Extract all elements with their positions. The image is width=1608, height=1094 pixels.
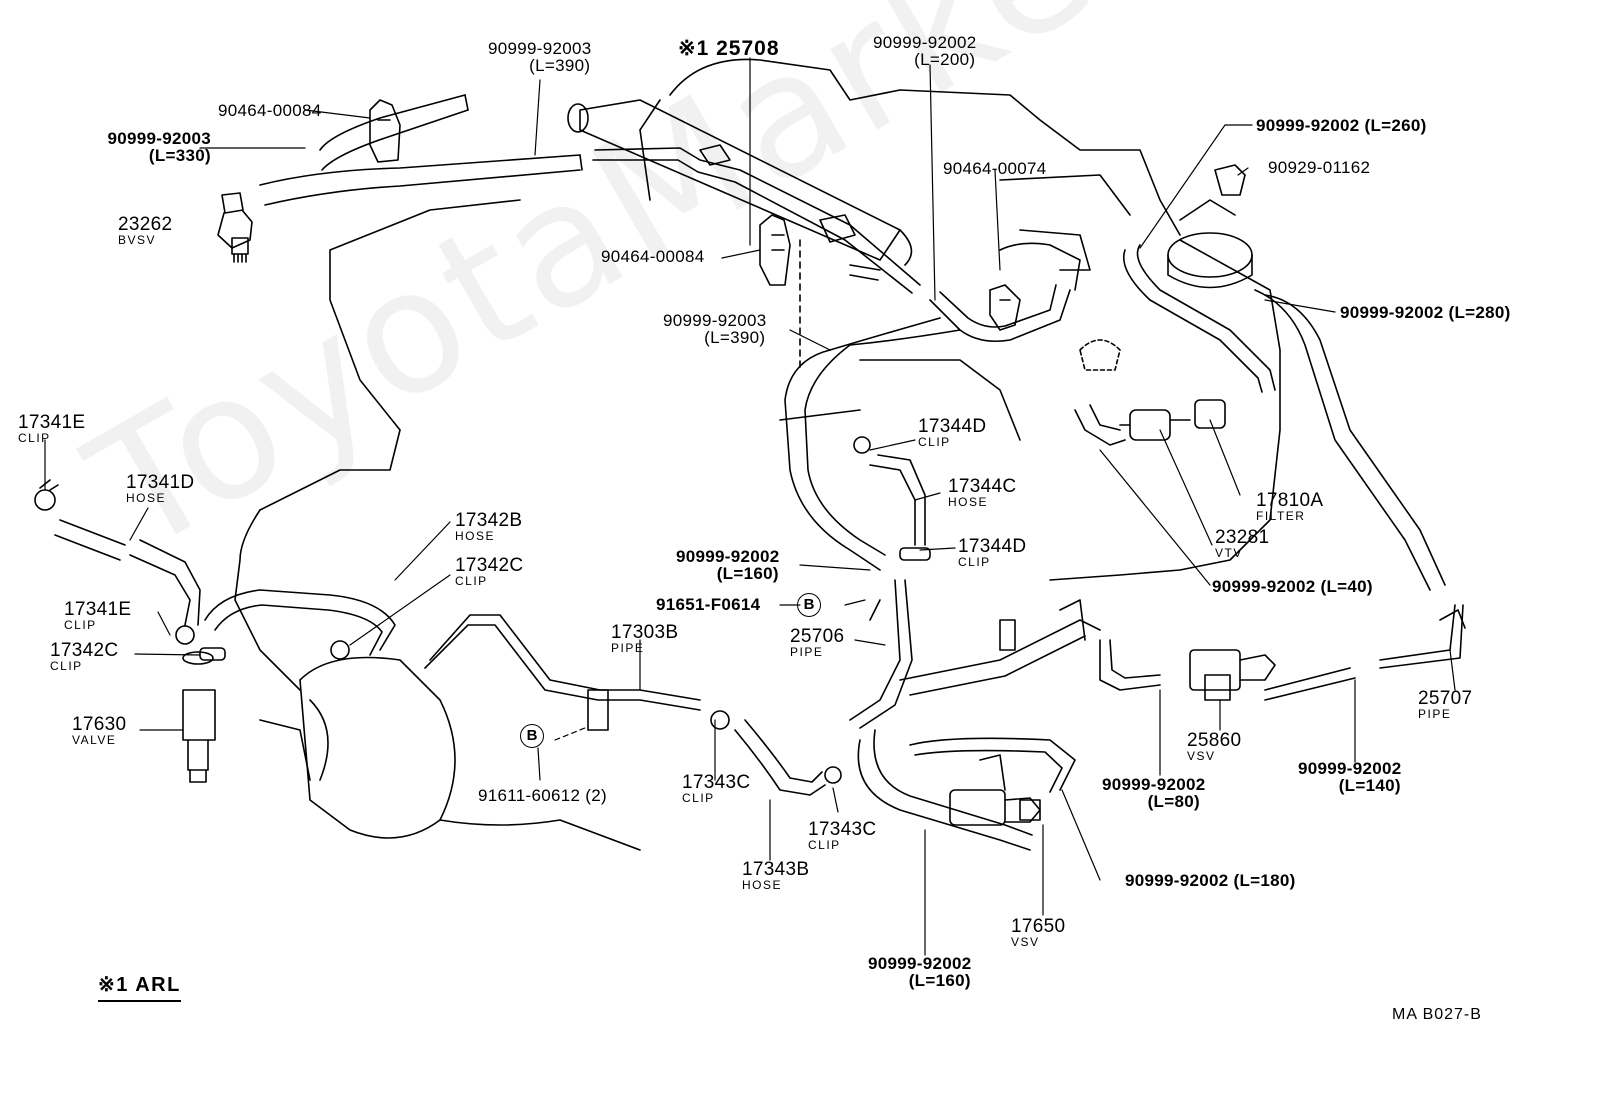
label-90999-92003-l330: 90999-92003(L=330) <box>107 129 211 165</box>
hose-l260-l280 <box>1123 199 1446 591</box>
label-90999-92002-l40: 90999-92002 (L=40) <box>1212 577 1373 596</box>
label-90464-00074: 90464-00074 <box>943 159 1047 178</box>
label-90999-92002-l180: 90999-92002 (L=180) <box>1125 871 1296 890</box>
callout-b-upper: B <box>797 593 821 617</box>
pipe-25707 <box>1379 604 1466 669</box>
engine-block-outline <box>234 58 1281 691</box>
label-90464-00084-mid: 90464-00084 <box>601 247 705 266</box>
footnote-arl: ※1 ARL <box>98 972 181 1002</box>
label-90999-92002-l160-bottom: 90999-92002(L=160) <box>868 954 972 990</box>
hose-l200 <box>929 242 1081 343</box>
canister-body <box>259 656 641 851</box>
diagram-code: MA B027-B <box>1392 1006 1482 1023</box>
clip-90464-00084-top <box>369 99 401 163</box>
label-90999-92002-l160-mid: 90999-92002(L=160) <box>676 547 780 583</box>
pipe-25706 <box>849 579 1101 729</box>
clip-17341e-top <box>34 479 59 511</box>
bracket-90929-01162 <box>1214 164 1246 196</box>
label-90999-92003-l390-mid: 90999-92003(L=390) <box>663 311 767 347</box>
hose-l80 <box>1099 639 1161 691</box>
label-90999-92002-l200: 90999-92002(L=200) <box>873 33 977 69</box>
label-91611-60612: 91611-60612 (2) <box>478 786 607 805</box>
label-90999-92002-l280: 90999-92002 (L=280) <box>1340 303 1511 322</box>
label-90999-92002-l80: 90999-92002(L=80) <box>1102 775 1206 811</box>
hose-17343b <box>734 719 826 796</box>
hose-17341d <box>54 519 201 626</box>
label-90464-00084-top: 90464-00084 <box>218 101 322 120</box>
callout-b-lower: B <box>520 724 544 748</box>
label-91651-f0614: 91651-F0614 <box>656 595 761 614</box>
hose-l390-mid <box>784 317 961 571</box>
hose-17342b <box>204 589 396 656</box>
valve-17630-part <box>182 651 216 783</box>
hose-17344c <box>869 454 926 546</box>
vsv-25860-part <box>1189 649 1356 701</box>
hose-90999-92003-upper <box>259 94 583 206</box>
small-clips <box>175 436 931 784</box>
clip-90464-00074 <box>989 284 1021 331</box>
leader-lines <box>44 57 1456 956</box>
label-90999-92003-l390-top: 90999-92003(L=390) <box>488 39 592 75</box>
air-intake-body <box>567 99 913 266</box>
label-90999-92002-l260: 90999-92002 (L=260) <box>1256 116 1427 135</box>
bvsv-23262-part <box>217 192 253 263</box>
vsv-17650-part <box>949 754 1041 826</box>
clip-90464-00084-mid <box>759 214 801 371</box>
hose-l160-lower <box>857 729 1033 851</box>
hose-l180 <box>909 737 1076 793</box>
label-25708: ※1 25708 <box>678 37 780 60</box>
pipe-25708 <box>592 144 921 294</box>
label-90929-01162: 90929-01162 <box>1268 158 1371 177</box>
label-90999-92002-l140: 90999-92002(L=140) <box>1298 759 1402 795</box>
vtv-filter-assembly <box>1074 339 1226 446</box>
